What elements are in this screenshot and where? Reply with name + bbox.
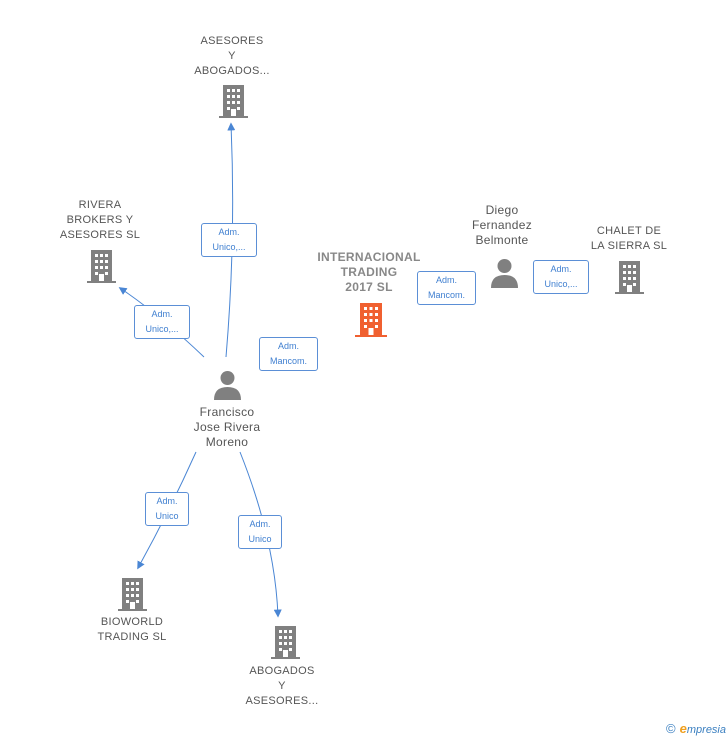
node-rivera-brokers[interactable]: RIVERA BROKERS Y ASESORES SL <box>59 199 141 241</box>
node-internacional-trading[interactable]: INTERNACIONAL TRADING 2017 SL <box>317 250 421 294</box>
edge-label-francisco-bioworld[interactable]: Adm. Unico <box>145 492 189 526</box>
edge-label-diego-chalet[interactable]: Adm. Unico,... <box>533 260 589 294</box>
edge-label-francisco-rivera[interactable]: Adm. Unico,... <box>134 305 190 339</box>
building-icon-internacional-trading <box>355 303 387 342</box>
edge-label-diego-internacional[interactable]: Adm. Mancom. <box>417 271 476 305</box>
brand-logo-letter: e <box>679 721 687 736</box>
edge-label-francisco-internacional[interactable]: Adm. Mancom. <box>259 337 318 371</box>
node-asesores-abogados[interactable]: ASESORES Y ABOGADOS... <box>194 35 270 77</box>
building-icon-rivera <box>87 250 116 288</box>
copyright-icon: © <box>666 721 676 736</box>
edge-label-francisco-asesores[interactable]: Adm. Unico,... <box>201 223 257 257</box>
edge-label-francisco-abogados[interactable]: Adm. Unico <box>238 515 282 549</box>
building-icon-chalet <box>615 261 644 299</box>
node-francisco[interactable]: Francisco Jose Rivera Moreno <box>193 405 261 449</box>
person-icon-francisco <box>213 370 242 405</box>
node-diego[interactable]: Diego Fernandez Belmonte <box>471 203 533 247</box>
person-icon-diego <box>490 258 519 293</box>
node-abogados-asesores[interactable]: ABOGADOS Y ASESORES... <box>245 665 319 707</box>
node-bioworld[interactable]: BIOWORLD TRADING SL <box>97 616 167 643</box>
building-icon-asesores <box>219 85 248 123</box>
building-icon-bioworld <box>118 578 147 616</box>
node-chalet[interactable]: CHALET DE LA SIERRA SL <box>590 225 668 252</box>
brand-logo-text: mpresia <box>686 724 726 736</box>
building-icon-abogados <box>271 626 300 664</box>
footer-brand: © empresia <box>666 721 726 736</box>
